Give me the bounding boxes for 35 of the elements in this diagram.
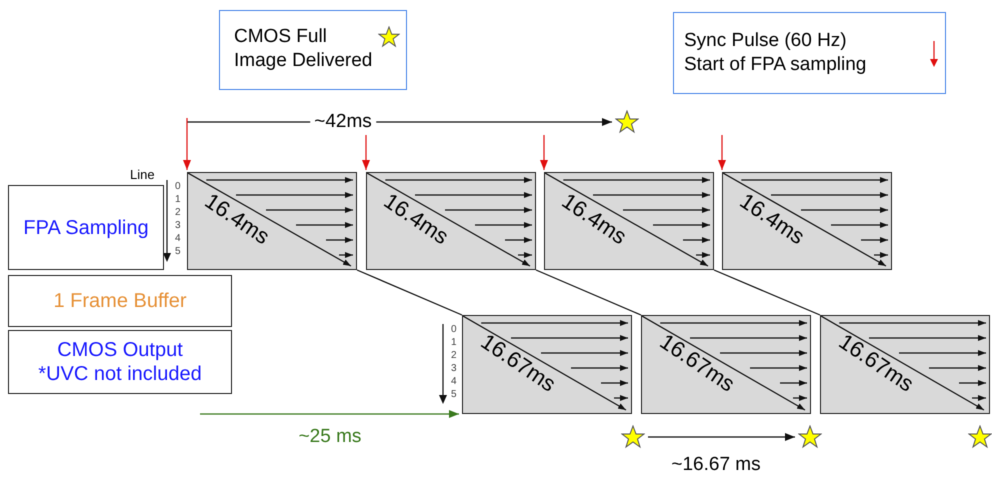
line-number: 4	[451, 376, 457, 388]
timing-arrow	[362, 135, 370, 170]
line-number: 1	[451, 337, 457, 349]
timing-arrow	[540, 135, 548, 170]
line-number: 5	[451, 389, 457, 401]
timing-arrow	[718, 135, 726, 170]
star-icon	[615, 110, 639, 134]
connector-line	[356, 269, 462, 316]
line-number: 3	[451, 363, 457, 375]
line-number: 1	[175, 194, 181, 206]
line-number: 2	[175, 207, 181, 219]
lane-label: CMOS Output	[57, 338, 183, 362]
legend-text: Sync Pulse (60 Hz) Start of FPA sampling	[684, 29, 868, 77]
line-number: 5	[175, 246, 181, 258]
lane-label: *UVC not included	[38, 362, 202, 386]
lane-label-box	[8, 185, 164, 270]
lane-label: FPA Sampling	[23, 216, 149, 240]
connector-line	[648, 433, 795, 441]
line-number: 0	[175, 181, 181, 193]
timing-arrow	[200, 410, 459, 418]
lane-label-box	[8, 330, 232, 394]
line-number: 4	[175, 233, 181, 245]
axis-label: Line	[130, 167, 155, 182]
line-number: 3	[175, 220, 181, 232]
timing-arrow	[183, 118, 191, 170]
star-icon	[621, 425, 645, 449]
lane-label-box	[8, 275, 232, 327]
connector-line	[536, 269, 642, 316]
lane-label: 1 Frame Buffer	[53, 289, 187, 313]
legend-text: CMOS Full Image Delivered	[234, 25, 374, 73]
star-icon	[968, 425, 992, 449]
star-icon	[798, 425, 822, 449]
line-number: 0	[451, 324, 457, 336]
line-number: 2	[451, 350, 457, 362]
connector-line	[714, 269, 820, 316]
